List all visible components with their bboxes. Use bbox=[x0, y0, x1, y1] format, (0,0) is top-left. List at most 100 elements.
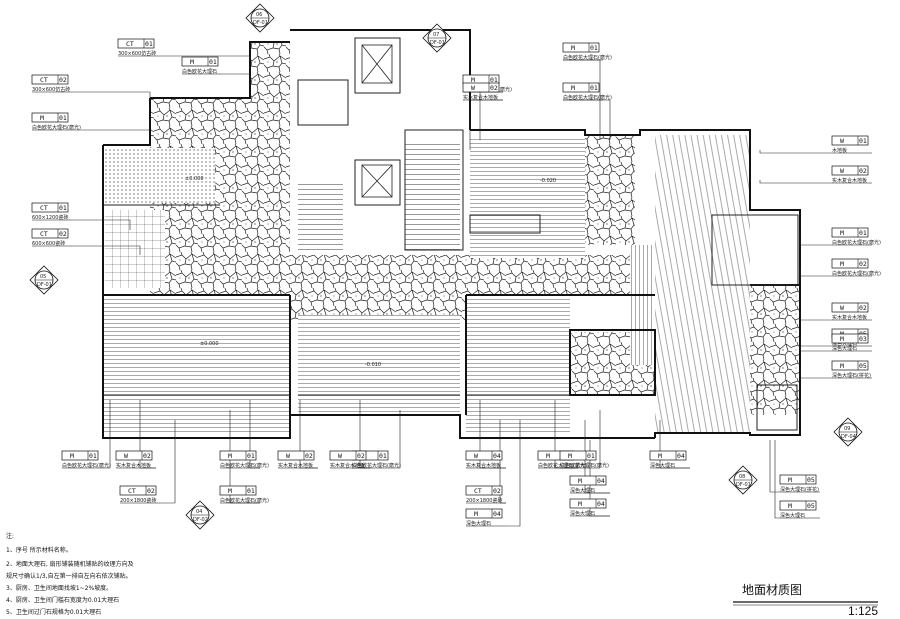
material-description: 白色欧花大理石 bbox=[182, 68, 217, 75]
material-code: M bbox=[70, 452, 74, 460]
material-code: W bbox=[338, 452, 342, 460]
material-description: 白色欧花大理石(磨光) bbox=[560, 462, 609, 469]
material-code: M bbox=[40, 114, 44, 122]
material-description: 白色欧花大理石(磨光) bbox=[538, 462, 587, 469]
material-code: W bbox=[124, 452, 128, 460]
leader-line bbox=[799, 370, 832, 379]
material-description: 实木复合木地板 bbox=[278, 462, 313, 469]
material-description: 深色大理石(拼花) bbox=[780, 486, 819, 493]
material-tag: M 01 白色欧花大理石 bbox=[181, 56, 222, 75]
material-code: CT bbox=[40, 204, 48, 212]
material-code: M bbox=[840, 260, 844, 268]
material-description: 300×600仿古砖 bbox=[32, 86, 70, 93]
material-code: M bbox=[471, 76, 475, 84]
material-code: M bbox=[228, 452, 232, 460]
material-tag-box bbox=[465, 508, 503, 519]
material-number: 05 bbox=[859, 362, 867, 370]
drawing-scale: 1:125 bbox=[848, 604, 878, 618]
wood-floor-bedroom-1 bbox=[103, 295, 290, 435]
material-number: 04 bbox=[597, 500, 605, 508]
svg-text:规尺寸确认1/3,自左第一排自左向右依次铺贴。: 规尺寸确认1/3,自左第一排自左向右依次铺贴。 bbox=[6, 572, 132, 580]
material-tag-box bbox=[569, 498, 607, 509]
leader-line bbox=[799, 312, 832, 321]
material-code: W bbox=[286, 452, 290, 460]
material-description: 白色欧花大理石(磨光) bbox=[563, 54, 612, 61]
material-tag-box bbox=[219, 485, 257, 496]
material-tag-box bbox=[562, 82, 600, 93]
stone-floor-east-bath bbox=[585, 135, 635, 245]
material-code: M bbox=[568, 452, 572, 460]
material-tag-box bbox=[329, 450, 367, 461]
material-number: 01 bbox=[209, 58, 217, 66]
section-number: 07 bbox=[433, 32, 439, 38]
material-description: 实木复合木地板 bbox=[832, 314, 867, 321]
material-code: CT bbox=[126, 40, 134, 48]
material-number: 05 bbox=[807, 476, 815, 484]
svg-text:3、厨房、卫生间地面找坡1~2%坡度。: 3、厨房、卫生间地面找坡1~2%坡度。 bbox=[6, 584, 112, 592]
material-number: 01 bbox=[590, 84, 598, 92]
material-description: 白色欧花大理石(磨光) bbox=[62, 462, 111, 469]
material-tag-box bbox=[31, 202, 69, 213]
leader-line bbox=[158, 55, 251, 60]
material-description: 实木复合木地板 bbox=[832, 177, 867, 184]
material-tag-box bbox=[649, 450, 687, 461]
section-sheet-ref: DF-04 bbox=[841, 434, 856, 440]
material-number: 02 bbox=[59, 230, 67, 238]
material-code: CT bbox=[40, 230, 48, 238]
material-code: M bbox=[788, 476, 792, 484]
svg-text:5、卫生间过门石规格为0.01大理石: 5、卫生间过门石规格为0.01大理石 bbox=[6, 608, 101, 616]
material-description: 200×1800瓷砖 bbox=[466, 497, 502, 504]
material-description: 深色大理石 bbox=[832, 345, 857, 352]
material-code: W bbox=[840, 304, 844, 312]
material-number: 04 bbox=[493, 510, 501, 518]
section-sheet-ref: DF-01 bbox=[253, 20, 268, 26]
material-number: 01 bbox=[59, 114, 67, 122]
elevator-icons bbox=[361, 44, 393, 198]
material-description: 深色大理石 bbox=[832, 340, 857, 347]
material-tag-box bbox=[779, 474, 817, 485]
section-sheet-ref: DF-02 bbox=[193, 517, 208, 523]
svg-text:1、序号 所示材料名称。: 1、序号 所示材料名称。 bbox=[6, 546, 72, 554]
material-number: 01 bbox=[490, 76, 498, 84]
leader-line bbox=[799, 343, 832, 352]
svg-text:±0.000: ±0.000 bbox=[200, 341, 219, 347]
material-code: M bbox=[840, 362, 844, 370]
material-number: 02 bbox=[147, 487, 155, 495]
material-tag-box bbox=[831, 333, 869, 344]
walls bbox=[102, 29, 801, 439]
leader-line bbox=[799, 338, 832, 347]
leader-line bbox=[102, 400, 111, 469]
material-number: 02 bbox=[59, 76, 67, 84]
section-number: 05 bbox=[40, 274, 46, 280]
material-code: M bbox=[546, 452, 550, 460]
material-tag-box bbox=[559, 450, 597, 461]
stone-floor-north bbox=[250, 42, 290, 102]
material-code: M bbox=[840, 335, 844, 343]
tile-floor-utility bbox=[105, 210, 165, 288]
material-tag-box bbox=[31, 228, 69, 239]
material-code: CT bbox=[40, 76, 48, 84]
svg-text:4、厨房、卫生间门槛石宽度为0.01大理石: 4、厨房、卫生间门槛石宽度为0.01大理石 bbox=[6, 596, 119, 604]
material-description: 实木复合木地板 bbox=[463, 94, 498, 101]
leader-line bbox=[72, 219, 131, 230]
material-number: 02 bbox=[859, 167, 867, 175]
material-number: 05 bbox=[807, 502, 815, 510]
material-code: M bbox=[578, 500, 582, 508]
leader-line bbox=[774, 440, 780, 519]
material-code: M bbox=[578, 477, 582, 485]
material-code: M bbox=[190, 58, 194, 66]
